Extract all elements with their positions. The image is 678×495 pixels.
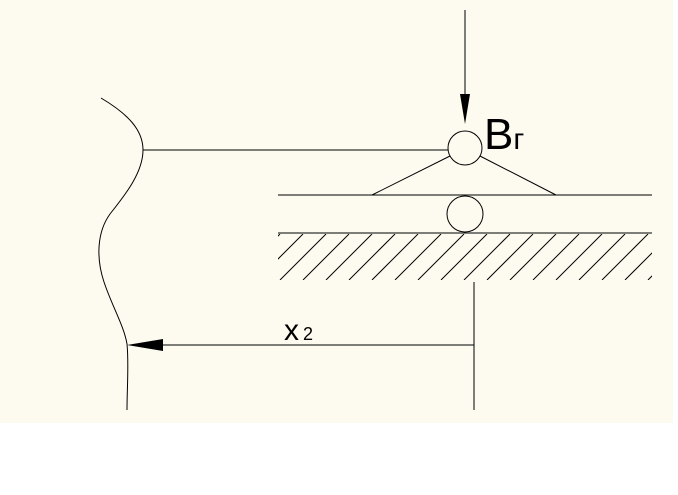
dimension-arrowhead: [127, 339, 163, 351]
hatch-stroke: [278, 234, 304, 260]
hatch-stroke: [325, 234, 373, 280]
hatch-stroke: [371, 234, 419, 280]
dimension-label-subscript: 2: [303, 324, 313, 344]
force-label: Bг: [484, 110, 524, 159]
force-arrowhead: [460, 94, 470, 124]
support-leg-left: [371, 155, 451, 196]
hatch-stroke: [486, 234, 534, 280]
hatch-stroke: [463, 234, 511, 280]
hatch-stroke: [601, 234, 649, 280]
roller: [446, 195, 484, 233]
dimension-label-main: x: [284, 314, 299, 347]
hatch-stroke: [440, 234, 488, 280]
hatch-stroke: [417, 234, 465, 280]
break-line: [98, 97, 144, 411]
support-leg-right: [479, 155, 557, 196]
hatch-stroke: [647, 275, 652, 280]
hatch-stroke: [279, 234, 327, 280]
hatch-stroke: [509, 234, 557, 280]
hatch-stroke: [278, 234, 281, 237]
hatch-stroke: [555, 234, 603, 280]
force-label-subscript: г: [513, 123, 524, 156]
ground-hatching: [278, 234, 652, 280]
hatch-stroke: [624, 252, 652, 280]
hinge-pin: [447, 130, 483, 166]
hatch-stroke: [302, 234, 350, 280]
hatch-stroke: [532, 234, 580, 280]
hatch-stroke: [394, 234, 442, 280]
hatch-stroke: [348, 234, 396, 280]
force-label-main: B: [484, 110, 513, 159]
hatch-stroke: [578, 234, 626, 280]
